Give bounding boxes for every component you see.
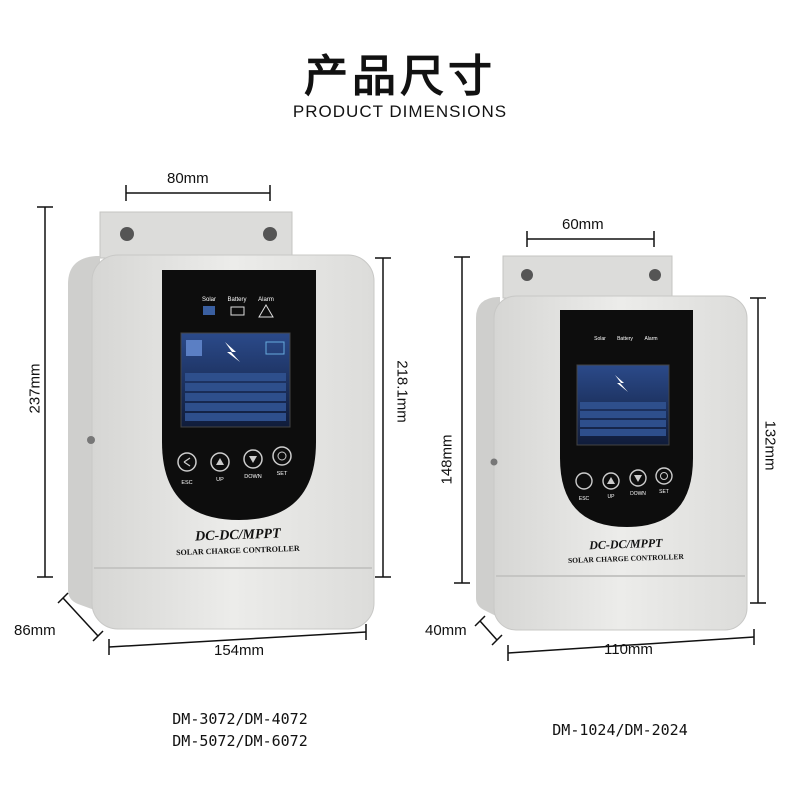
small-down-arrow-icon: [634, 475, 642, 482]
small-set-label: SET: [659, 489, 669, 495]
small-up-button[interactable]: [602, 472, 620, 490]
return-arrow-icon: [183, 457, 191, 467]
small-product-name: SOLAR CHARGE CONTROLLER: [568, 552, 685, 565]
large-battery-label: Battery: [227, 297, 246, 303]
small-width-label: 110mm: [604, 641, 653, 658]
large-body-height-label: 218.1mm: [393, 360, 411, 423]
large-esc-label: ESC: [181, 480, 192, 486]
large-model-line-1: DM-3072/DM-4072: [172, 710, 308, 728]
small-down-button[interactable]: [629, 469, 647, 487]
small-battery-label: Battery: [617, 336, 633, 342]
small-gear-icon: [660, 472, 668, 480]
small-bracket-width-label: 60mm: [562, 216, 604, 233]
small-up-label: UP: [608, 494, 616, 500]
large-side-screw: [87, 436, 95, 444]
small-side-screw: [490, 458, 498, 466]
small-alarm-label: Alarm: [644, 336, 657, 342]
solar-panel-icon: [203, 306, 215, 315]
screen-battery-icon: [265, 341, 285, 355]
small-brand-label: DC-DC/MPPT: [588, 536, 663, 553]
large-width-label: 154mm: [214, 642, 265, 659]
alarm-triangle-icon: [258, 304, 274, 318]
small-models-caption: DM-1024/DM-2024: [520, 719, 720, 741]
screen-solar-icon: [186, 340, 202, 356]
small-depth-label: 40mm: [425, 622, 467, 639]
large-mount-hole-right: [263, 227, 277, 241]
small-screen-bolt-icon: [615, 375, 628, 392]
large-controller: Solar Battery Alarm ESC UP DOWN SET D: [68, 211, 375, 630]
small-body-height-label: 132mm: [761, 420, 779, 471]
large-alarm-label: Alarm: [258, 297, 274, 303]
small-esc-button[interactable]: [575, 472, 593, 490]
screen-bolt-icon: [225, 342, 240, 362]
large-depth-label: 86mm: [14, 622, 56, 639]
large-set-button[interactable]: [272, 446, 292, 466]
large-up-label: UP: [216, 477, 224, 483]
large-solar-label: Solar: [202, 297, 216, 303]
large-down-button[interactable]: [243, 449, 263, 469]
large-esc-button[interactable]: [177, 452, 197, 472]
large-down-label: DOWN: [244, 474, 261, 480]
battery-icon: [230, 306, 245, 316]
large-product-name: SOLAR CHARGE CONTROLLER: [176, 544, 300, 557]
gear-icon: [277, 451, 287, 461]
large-models-caption: DM-3072/DM-4072 DM-5072/DM-6072: [130, 708, 350, 752]
small-up-arrow-icon: [607, 477, 615, 484]
small-controller: Solar Battery Alarm ESC UP DOWN SET DC-D…: [476, 255, 748, 631]
small-down-label: DOWN: [630, 491, 646, 497]
down-arrow-icon: [249, 456, 257, 463]
small-dimension-lines: [454, 231, 766, 661]
large-bracket-width-label: 80mm: [167, 170, 209, 187]
large-dimension-lines: [37, 185, 391, 655]
large-brand-label: DC-DC/MPPT: [194, 526, 282, 544]
up-arrow-icon: [216, 458, 224, 465]
small-overall-height-label: 148mm: [438, 434, 456, 485]
large-set-label: SET: [277, 471, 288, 477]
page-title: 产品尺寸: [304, 51, 496, 102]
page-subtitle: PRODUCT DIMENSIONS: [292, 102, 508, 121]
small-esc-label: ESC: [579, 496, 590, 502]
small-set-button[interactable]: [655, 467, 673, 485]
large-overall-height-label: 237mm: [26, 363, 44, 414]
small-solar-label: Solar: [594, 336, 606, 342]
small-mount-hole-right: [649, 269, 661, 281]
large-model-line-2: DM-5072/DM-6072: [172, 732, 308, 750]
large-up-button[interactable]: [210, 452, 230, 472]
small-model-line-1: DM-1024/DM-2024: [552, 721, 688, 739]
small-mount-hole-left: [521, 269, 533, 281]
large-mount-hole-left: [120, 227, 134, 241]
